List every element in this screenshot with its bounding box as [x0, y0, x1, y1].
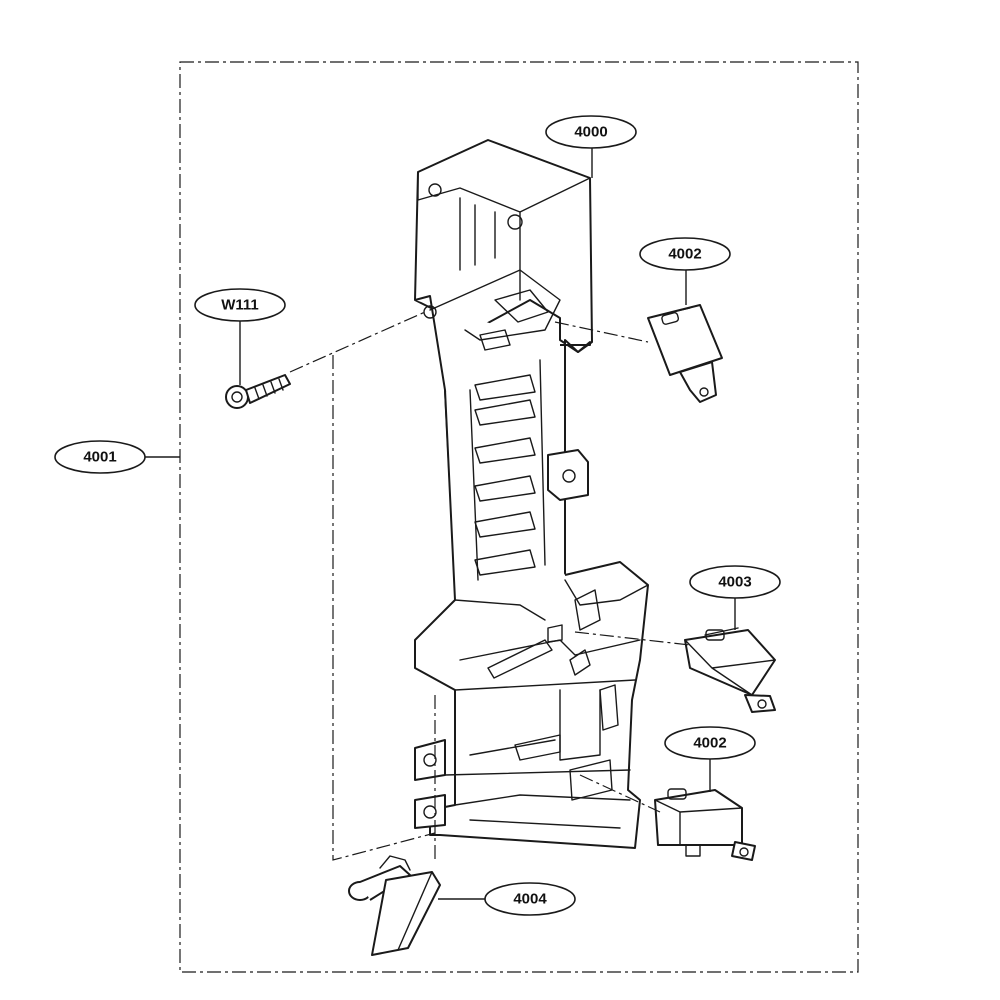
svg-text:4002: 4002 [668, 246, 701, 263]
switch-middle-part [684, 627, 776, 713]
screw-part [225, 374, 291, 409]
assembly-boundary-frame [179, 61, 859, 973]
assembly-guide-lines [289, 311, 691, 861]
svg-text:4003: 4003 [718, 574, 751, 591]
svg-text:4001: 4001 [83, 449, 116, 466]
svg-text:4002: 4002 [693, 735, 726, 752]
svg-text:W111: W111 [221, 297, 259, 314]
lever-part [348, 855, 441, 956]
main-bracket-part [414, 139, 649, 849]
switch-bottom-part [654, 788, 756, 861]
svg-text:4004: 4004 [513, 891, 547, 908]
callout-leader-lines [145, 148, 736, 900]
callout-w111: W111 [194, 288, 286, 322]
switch-top-part [647, 304, 723, 403]
callout-4002-top: 4002 [639, 237, 731, 271]
callout-4001: 4001 [54, 440, 146, 474]
svg-text:4000: 4000 [574, 124, 607, 141]
callout-4004: 4004 [484, 882, 576, 916]
callout-4002-bottom: 4002 [664, 726, 756, 760]
callout-4000: 4000 [545, 115, 637, 149]
callout-4003: 4003 [689, 565, 781, 599]
